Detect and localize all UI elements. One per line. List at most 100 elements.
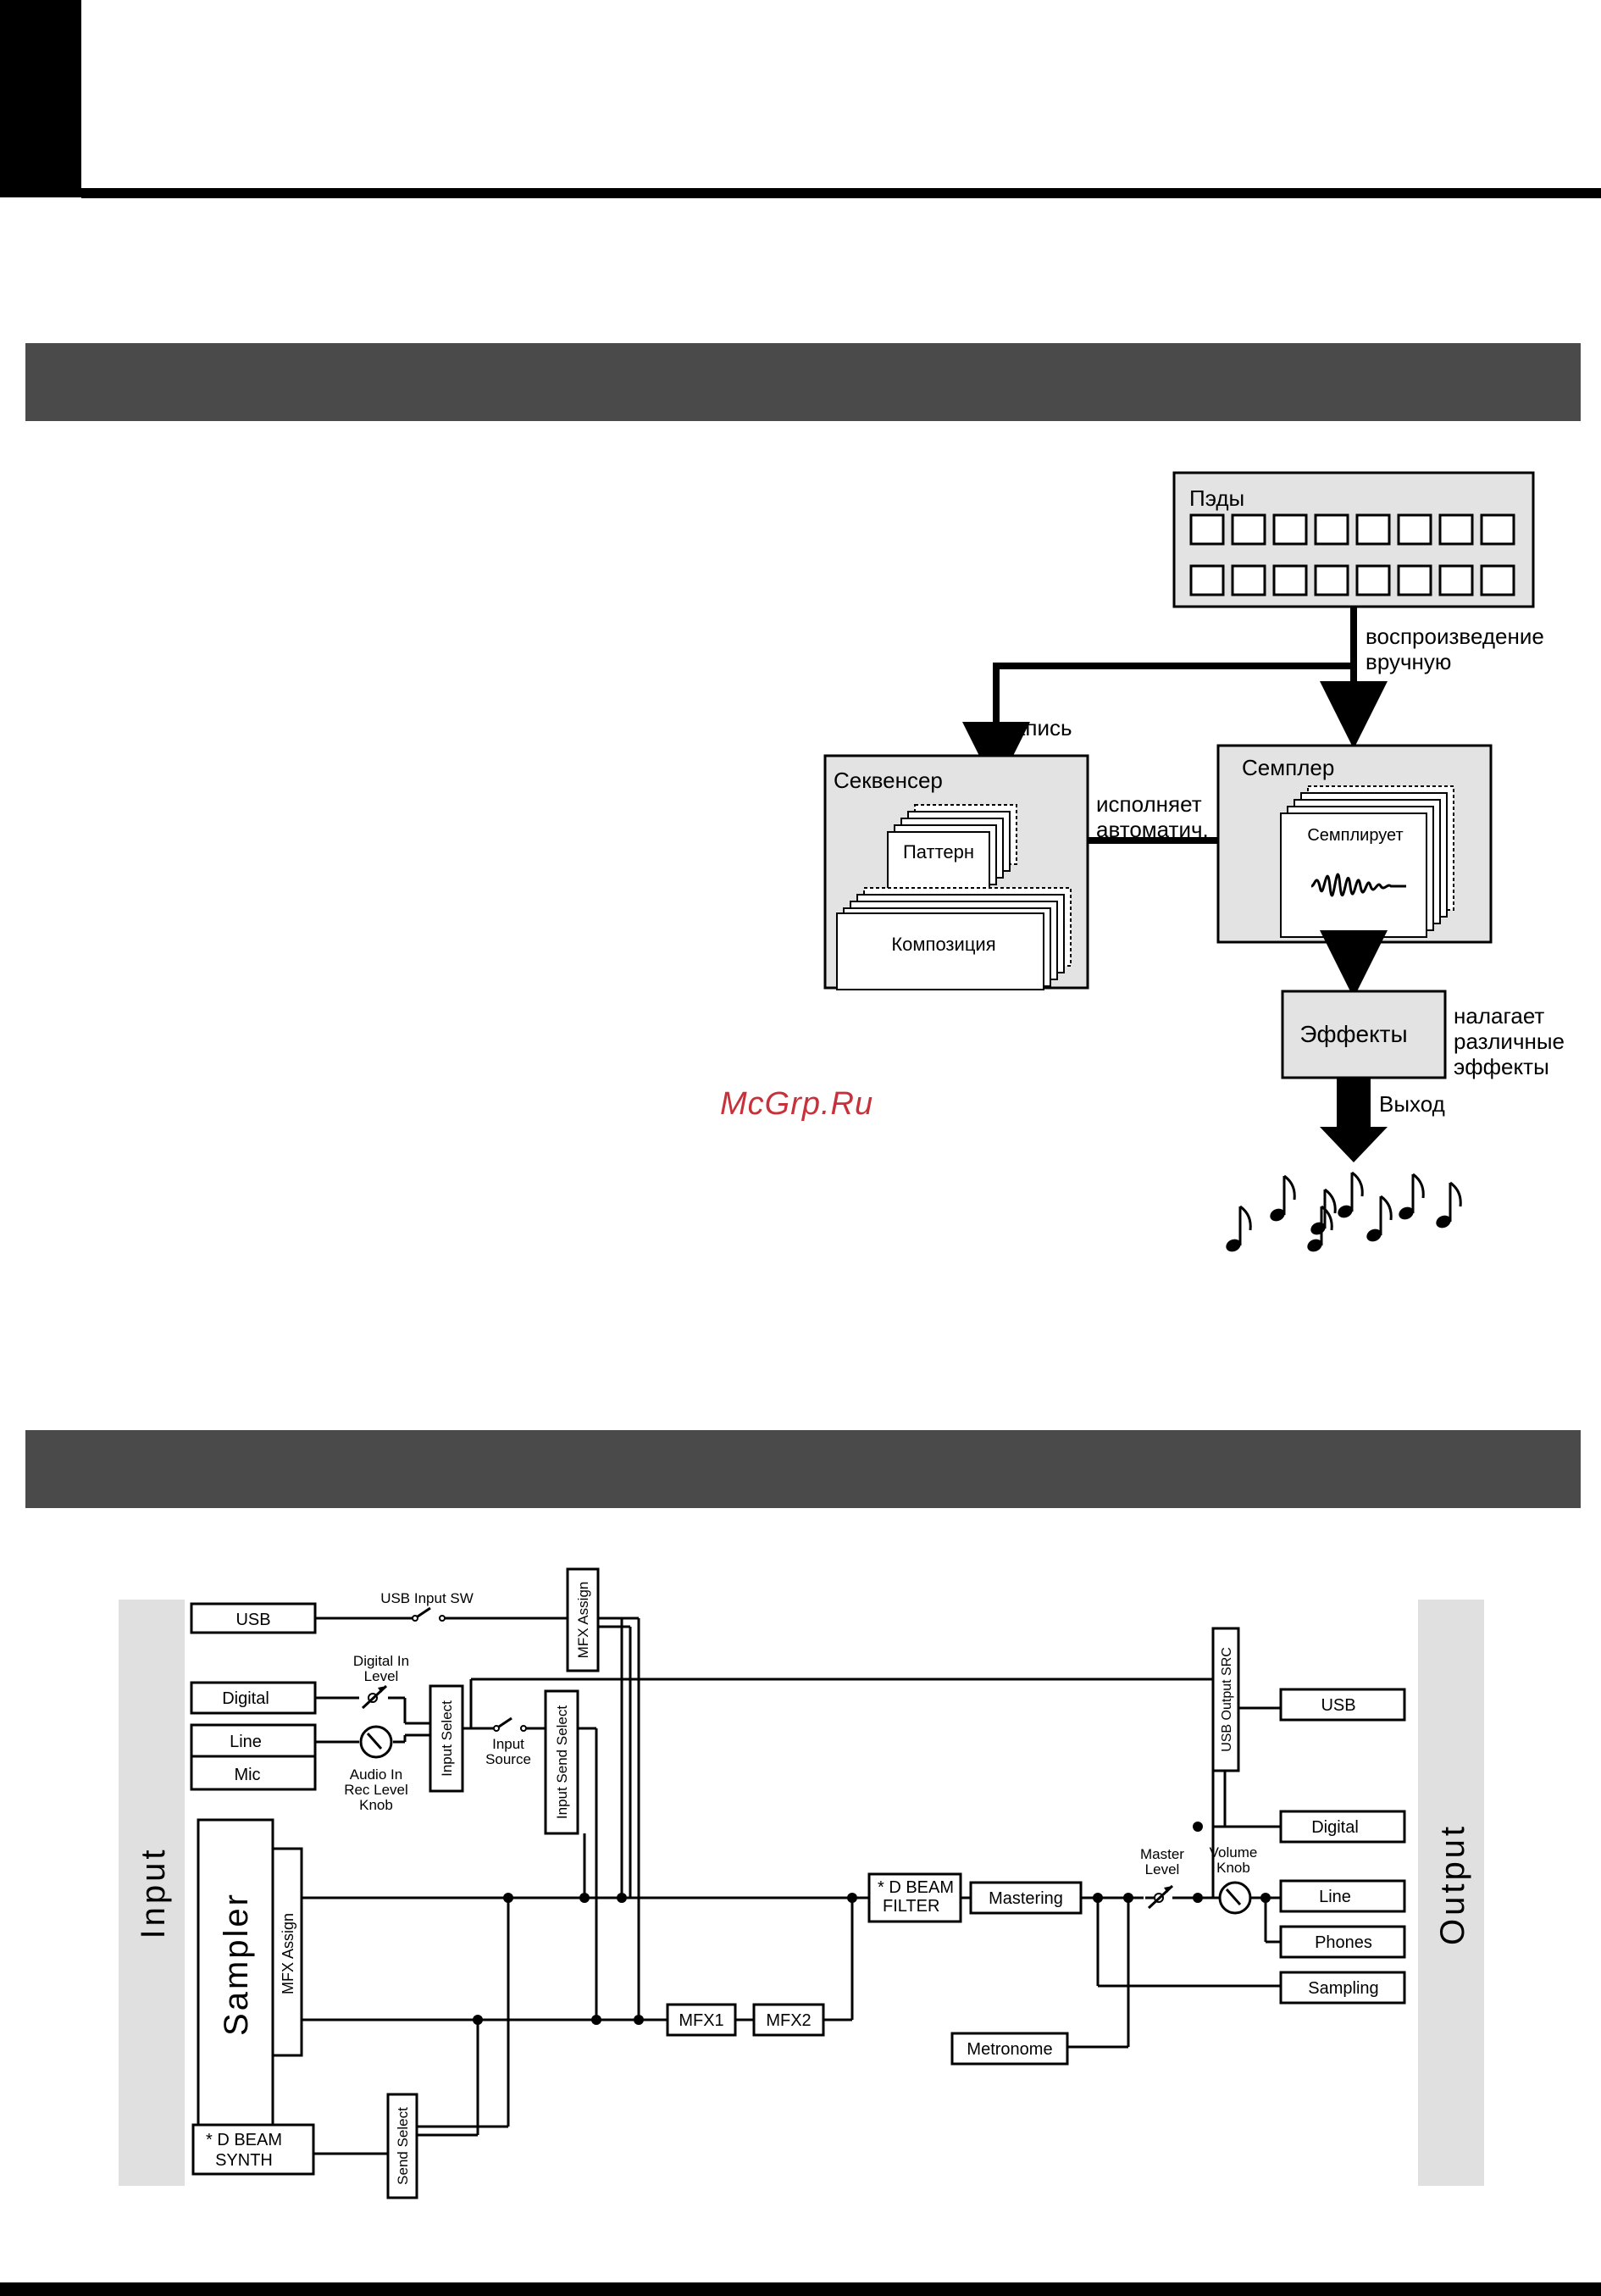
audio-in-knob-icon — [359, 1725, 393, 1759]
pattern-label: Паттерн — [903, 841, 974, 862]
digital-in-level-control-icon — [361, 1684, 388, 1710]
output-phones-box: Phones — [1279, 1925, 1406, 1959]
section-header-band-1 — [25, 343, 1581, 421]
pad — [1272, 564, 1308, 596]
music-note — [1338, 1171, 1364, 1218]
usb-output-src-label: USB Output SRC — [1220, 1647, 1234, 1752]
pad — [1397, 513, 1432, 546]
audio-in-knob-label-1: Audio In — [350, 1766, 402, 1783]
record-arrow — [962, 663, 1354, 790]
volume-knob-label-1: Volume — [1210, 1844, 1258, 1861]
input-usb-box: USB — [190, 1602, 317, 1634]
pad — [1314, 564, 1349, 596]
effects-note-1: налагает — [1454, 1003, 1544, 1029]
output-panel-label: Output — [1434, 1823, 1471, 1945]
mfx-assign-top-box: MFX Assign — [566, 1567, 632, 1898]
manual-play-label-2: вручную — [1366, 649, 1451, 674]
mfx1-box: MFX1 — [666, 2003, 737, 2037]
pads-label: Пэды — [1189, 485, 1244, 511]
volume-knob-icon — [1218, 1881, 1252, 1915]
input-send-select-box: Input Send Select — [544, 1689, 579, 1835]
music-note — [1399, 1173, 1425, 1220]
music-note — [1307, 1205, 1333, 1252]
auto-play-label-1: исполняет — [1096, 791, 1202, 817]
d-beam-synth-label-2: SYNTH — [215, 2151, 273, 2170]
signal-wires — [302, 1606, 1281, 2155]
music-note — [1436, 1181, 1462, 1228]
section-header-band-2 — [25, 1430, 1581, 1508]
mfx2-box: MFX2 — [752, 2003, 825, 2037]
page-bottom-rule — [0, 2282, 1601, 2296]
page-top-rule — [81, 188, 1601, 198]
sampling-label: Семплирует — [1307, 826, 1403, 845]
d-beam-filter-box: * D BEAM FILTER — [867, 1872, 962, 1923]
pad — [1438, 513, 1474, 546]
page-corner-block — [0, 0, 81, 197]
master-level-control-icon — [1147, 1884, 1174, 1910]
output-digital-label: Digital — [1311, 1818, 1359, 1837]
music-note — [1226, 1205, 1252, 1252]
output-line-label: Line — [1319, 1888, 1351, 1906]
send-select-label: Send Select — [395, 2107, 411, 2185]
auto-play-label-2: автоматич. — [1096, 817, 1209, 842]
pad — [1438, 564, 1474, 596]
input-line-label: Line — [230, 1733, 262, 1751]
output-panel — [1418, 1600, 1484, 2186]
output-arrow — [1320, 1078, 1388, 1162]
manual-play-label-1: воспроизведение — [1366, 624, 1544, 649]
waveform-icon — [1310, 873, 1406, 897]
send-select-box: Send Select — [386, 2093, 418, 2199]
effects-box: Эффекты — [1281, 990, 1447, 1079]
d-beam-synth-box: * D BEAM SYNTH — [191, 2123, 315, 2176]
digital-in-level-label-2: Level — [364, 1668, 399, 1684]
mfx2-label: MFX2 — [766, 2011, 811, 2030]
input-line-mic-box: Line Mic — [190, 1723, 317, 1791]
usb-input-sw-label: USB Input SW — [380, 1590, 474, 1606]
usb-input-switch-icon — [412, 1615, 418, 1622]
audio-in-knob-label-2: Rec Level — [344, 1782, 408, 1798]
pad — [1355, 564, 1391, 596]
music-note — [1270, 1174, 1296, 1222]
music-note — [1366, 1195, 1393, 1242]
d-beam-synth-label-1: * D BEAM — [206, 2131, 282, 2149]
input-send-select-label: Input Send Select — [554, 1705, 570, 1819]
mfx1-label: MFX1 — [679, 2011, 723, 2030]
output-usb-box: USB — [1279, 1688, 1406, 1722]
input-source-switch-contact — [520, 1725, 527, 1732]
sampler-module-label: Sampler — [218, 1892, 255, 2036]
pad — [1355, 513, 1391, 546]
usb-output-src-box: USB Output SRC — [1211, 1627, 1240, 1772]
pads-box: Пэды — [1172, 471, 1535, 608]
output-phones-label: Phones — [1315, 1933, 1372, 1952]
mfx-assign-top-label: MFX Assign — [575, 1582, 591, 1659]
master-level-label-1: Master — [1140, 1846, 1184, 1862]
sequencer-label: Секвенсер — [834, 768, 943, 793]
volume-knob-label-2: Knob — [1216, 1860, 1250, 1876]
input-source-label-2: Source — [485, 1751, 531, 1767]
output-label: Выход — [1379, 1091, 1445, 1117]
input-source-label-1: Input — [492, 1736, 524, 1752]
audio-in-knob-label-3: Knob — [359, 1797, 393, 1813]
mastering-label: Mastering — [989, 1889, 1063, 1908]
master-level-label-2: Level — [1145, 1861, 1180, 1877]
input-digital-label: Digital — [222, 1689, 269, 1708]
sequencer-box: Секвенсер Паттерн Композиция — [823, 754, 1089, 990]
pad — [1480, 513, 1515, 546]
pad — [1189, 564, 1225, 596]
effects-label: Эффекты — [1299, 1021, 1407, 1047]
pad — [1480, 564, 1515, 596]
pad-grid — [1189, 513, 1515, 596]
input-select-box: Input Select — [429, 1684, 464, 1793]
sampler-module: Sampler MFX Assign — [197, 1818, 303, 2152]
sampler-label: Семплер — [1242, 755, 1334, 780]
mastering-box: Mastering — [969, 1881, 1083, 1915]
pad — [1314, 513, 1349, 546]
record-label: запись — [1003, 715, 1072, 740]
sampler-box: Семплер Семплирует — [1216, 744, 1493, 944]
digital-in-level-label-1: Digital In — [353, 1653, 409, 1669]
d-beam-filter-label-1: * D BEAM — [878, 1878, 954, 1897]
song-label: Композиция — [891, 934, 995, 955]
effects-note-3: эффекты — [1454, 1054, 1549, 1079]
output-sampling-label: Sampling — [1308, 1979, 1378, 1998]
